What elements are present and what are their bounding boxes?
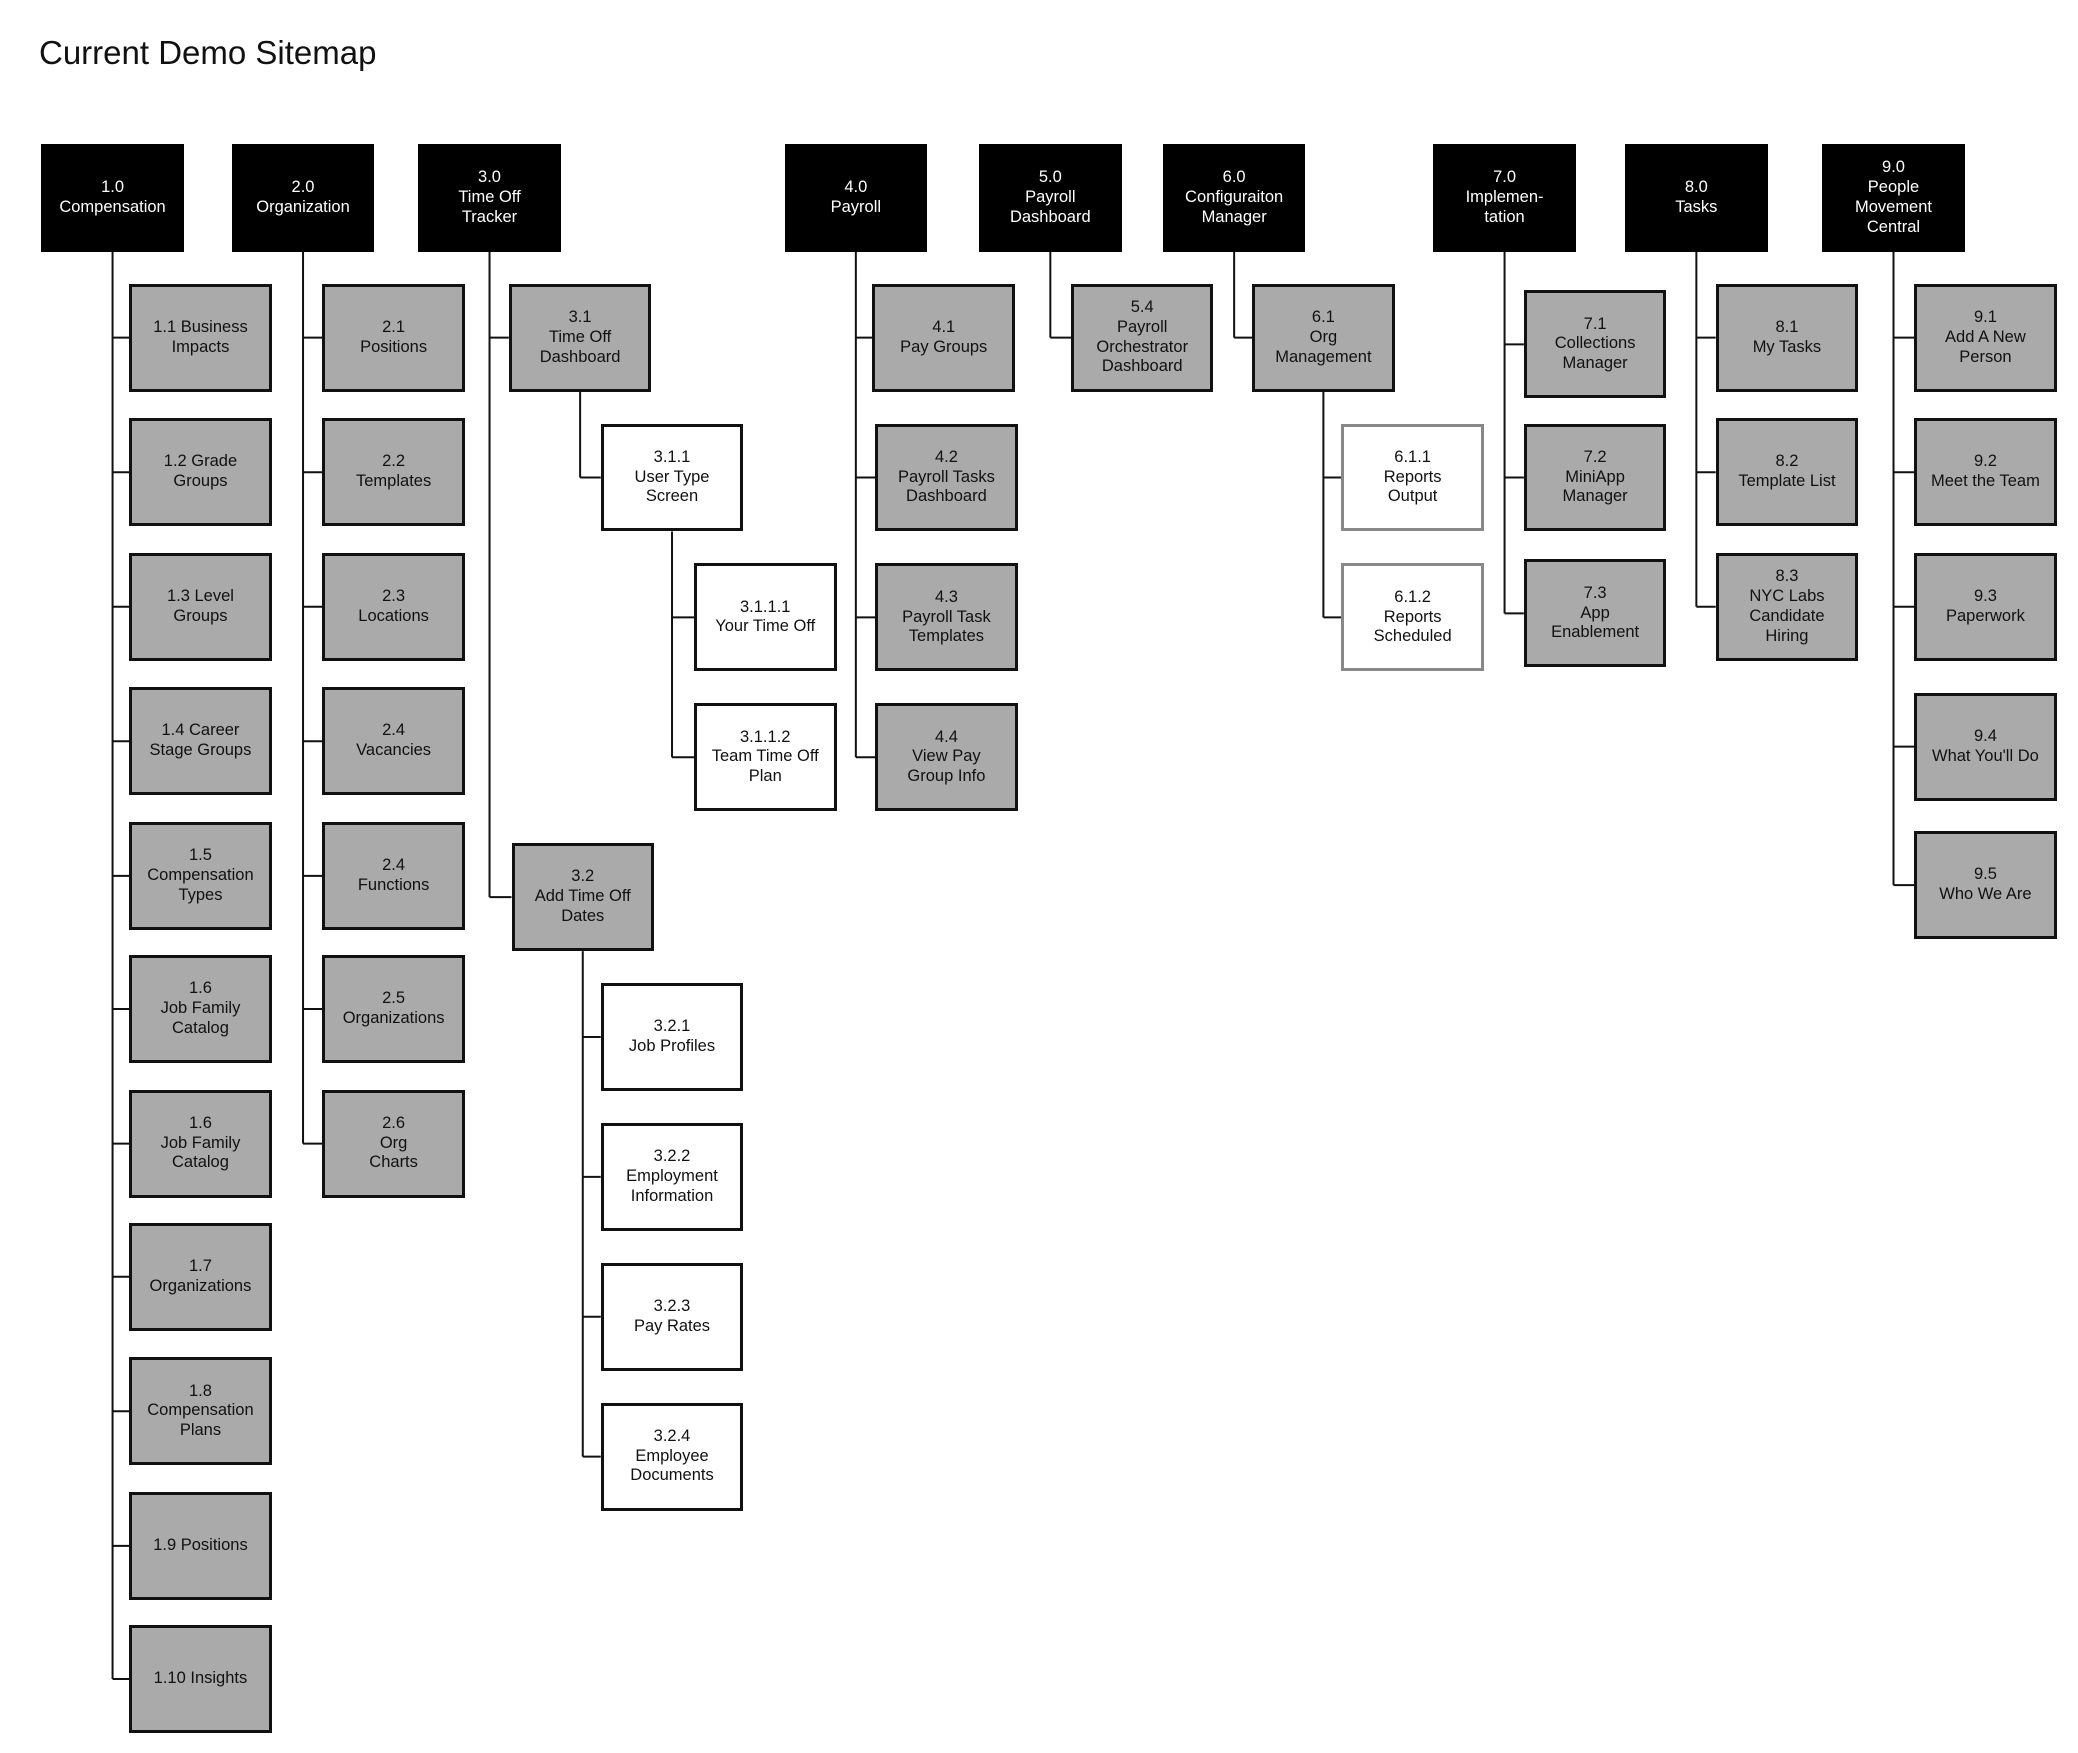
node-n3-2-2: 3.2.2 Employment Information bbox=[600, 1122, 744, 1231]
node-n6-1-2: 6.1.2 Reports Scheduled bbox=[1341, 563, 1484, 672]
node-n1-4: 1.4 Career Stage Groups bbox=[129, 687, 272, 796]
node-n9-5: 9.5 Who We Are bbox=[1914, 831, 2057, 940]
node-n9-1: 9.1 Add A New Person bbox=[1914, 283, 2057, 392]
node-n2-1: 2.1 Positions bbox=[322, 283, 465, 392]
node-n2-4b: 2.4 Functions bbox=[322, 821, 465, 930]
node-n2-5: 2.5 Organizations bbox=[322, 955, 465, 1063]
node-n1-7: 1.7 Organizations bbox=[129, 1222, 272, 1331]
node-n1-2: 1.2 Grade Groups bbox=[129, 418, 272, 527]
node-n3: 3.0 Time Off Tracker bbox=[418, 143, 561, 252]
node-n8-3: 8.3 NYC Labs Candidate Hiring bbox=[1715, 552, 1859, 661]
node-n2-6: 2.6 Org Charts bbox=[322, 1089, 465, 1198]
node-n8-1: 8.1 My Tasks bbox=[1715, 283, 1859, 392]
node-n5: 5.0 Payroll Dashboard bbox=[979, 143, 1122, 252]
node-n3-1-1-2: 3.1.1.2 Team Time Off Plan bbox=[693, 703, 837, 812]
node-n3-1-1: 3.1.1 User Type Screen bbox=[600, 423, 744, 532]
node-n9-2: 9.2 Meet the Team bbox=[1914, 418, 2057, 527]
node-n9: 9.0 People Movement Central bbox=[1822, 143, 1965, 252]
node-n3-1-1-1: 3.1.1.1 Your Time Off bbox=[693, 563, 837, 672]
node-n7-2: 7.2 MiniApp Manager bbox=[1523, 423, 1667, 532]
node-n3-2-3: 3.2.3 Pay Rates bbox=[600, 1262, 744, 1371]
node-n1-10: 1.10 Insights bbox=[129, 1625, 272, 1733]
node-n7-1: 7.1 Collections Manager bbox=[1523, 290, 1667, 399]
node-n4-1: 4.1 Pay Groups bbox=[872, 283, 1015, 392]
node-n6: 6.0 Configuraiton Manager bbox=[1162, 143, 1306, 252]
node-n1-3: 1.3 Level Groups bbox=[129, 552, 272, 661]
node-n1-9: 1.9 Positions bbox=[129, 1491, 272, 1600]
node-n4-4: 4.4 View Pay Group Info bbox=[875, 703, 1018, 812]
node-n2-3: 2.3 Locations bbox=[322, 552, 465, 661]
node-n6-1: 6.1 Org Management bbox=[1252, 283, 1395, 392]
node-n9-3: 9.3 Paperwork bbox=[1914, 552, 2057, 661]
node-n6-1-1: 6.1.1 Reports Output bbox=[1341, 423, 1484, 532]
node-n2: 2.0 Organization bbox=[231, 143, 375, 252]
node-n4-2: 4.2 Payroll Tasks Dashboard bbox=[875, 423, 1018, 532]
node-n1-5: 1.5 Compensation Types bbox=[129, 821, 272, 930]
node-n1-6b: 1.6 Job Family Catalog bbox=[129, 1089, 272, 1198]
node-n2-4a: 2.4 Vacancies bbox=[322, 687, 465, 796]
node-n3-1: 3.1 Time Off Dashboard bbox=[508, 283, 652, 392]
node-n1-8: 1.8 Compensation Plans bbox=[129, 1357, 272, 1466]
node-n8: 8.0 Tasks bbox=[1625, 143, 1768, 252]
node-n1: 1.0 Compensation bbox=[41, 143, 184, 252]
node-n9-4: 9.4 What You'll Do bbox=[1914, 692, 2057, 801]
node-n1-6a: 1.6 Job Family Catalog bbox=[129, 955, 272, 1063]
node-n2-2: 2.2 Templates bbox=[322, 418, 465, 527]
node-n4: 4.0 Payroll bbox=[784, 143, 928, 252]
node-n7: 7.0 Implemen- tation bbox=[1433, 143, 1576, 252]
node-n3-2: 3.2 Add Time Off Dates bbox=[511, 843, 655, 952]
node-n1-1: 1.1 Business Impacts bbox=[129, 283, 272, 392]
node-n8-2: 8.2 Template List bbox=[1715, 418, 1859, 527]
node-n4-3: 4.3 Payroll Task Templates bbox=[875, 563, 1018, 672]
node-n5-4: 5.4 Payroll Orchestrator Dashboard bbox=[1070, 283, 1214, 392]
node-n3-2-4: 3.2.4 Employee Documents bbox=[600, 1402, 744, 1511]
page-title: Current Demo Sitemap bbox=[39, 34, 377, 71]
node-n3-2-1: 3.2.1 Job Profiles bbox=[600, 983, 744, 1091]
node-n7-3: 7.3 App Enablement bbox=[1523, 559, 1667, 668]
